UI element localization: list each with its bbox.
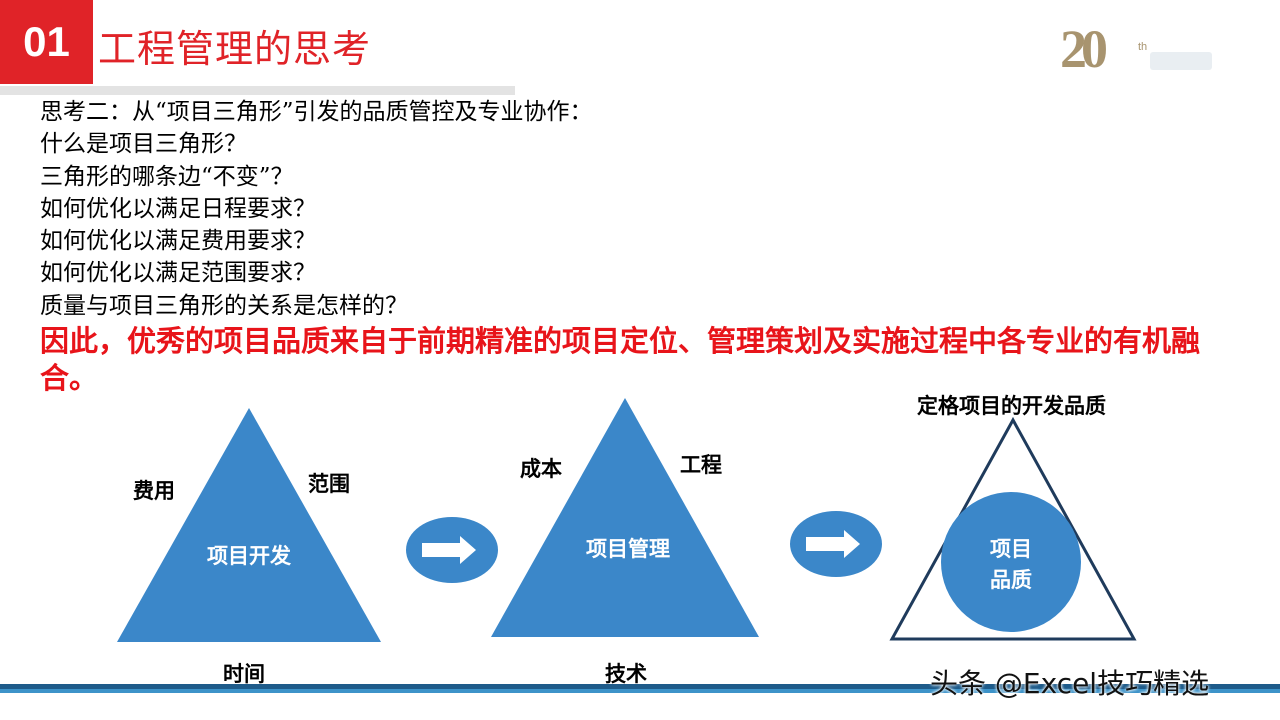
question-line: 如何优化以满足日程要求？ — [40, 195, 316, 222]
quality-circle — [941, 492, 1081, 632]
triangle2-right-label: 工程 — [680, 453, 722, 477]
triangle3-top-label: 定格项目的开发品质 — [917, 394, 1106, 418]
anniversary-logo: 20 th — [1060, 20, 1147, 75]
question-line: 三角形的哪条边“不变”？ — [40, 163, 294, 190]
right-arrow-icon — [422, 536, 476, 564]
quality-label-line1: 项目 — [990, 537, 1032, 561]
question-line: 质量与项目三角形的关系是怎样的？ — [40, 292, 408, 319]
quality-label-line2: 品质 — [990, 568, 1032, 592]
question-line: 什么是项目三角形？ — [40, 131, 247, 158]
section-number-badge: 01 — [0, 0, 93, 84]
footer-bar — [0, 684, 1280, 689]
triangle1-right-label: 范围 — [308, 472, 350, 496]
conclusion-statement: 因此，优秀的项目品质来自于前期精准的项目定位、管理策划及实施过程中各专业的有机融… — [40, 324, 1201, 395]
triangle-project-management — [491, 398, 759, 637]
title-divider — [0, 86, 515, 95]
triangle2-center-label: 项目管理 — [586, 537, 670, 561]
diagram-shapes — [117, 398, 1137, 642]
question-line: 如何优化以满足范围要求？ — [40, 260, 316, 287]
question-line: 思考二：从“项目三角形”引发的品质管控及专业协作： — [40, 99, 593, 125]
logo-digits: 20 — [1060, 20, 1106, 75]
logo-suffix: th — [1138, 41, 1147, 53]
triangle2-bottom-label: 技术 — [605, 662, 647, 686]
triangle1-bottom-label: 时间 — [223, 662, 265, 686]
triangle1-center-label: 项目开发 — [207, 544, 291, 568]
triangle-project-development — [117, 408, 381, 642]
question-list: 思考二：从“项目三角形”引发的品质管控及专业协作： 什么是项目三角形？ 三角形的… — [40, 96, 593, 322]
right-arrow-icon — [806, 530, 860, 558]
project-triangle-diagram: 项目开发 费用 范围 时间 项目管理 成本 工程 技术 定格项目的开发品质 项目… — [0, 380, 1280, 690]
logo-subtitle-blur — [1150, 52, 1212, 70]
source-watermark: 头条 @Excel技巧精选 — [930, 667, 1210, 700]
footer-bar-accent — [0, 689, 1280, 693]
triangle2-left-label: 成本 — [520, 457, 562, 481]
question-line: 如何优化以满足费用要求？ — [40, 228, 316, 255]
triangle1-left-label: 费用 — [133, 479, 175, 503]
section-title: 工程管理的思考 — [98, 27, 372, 71]
